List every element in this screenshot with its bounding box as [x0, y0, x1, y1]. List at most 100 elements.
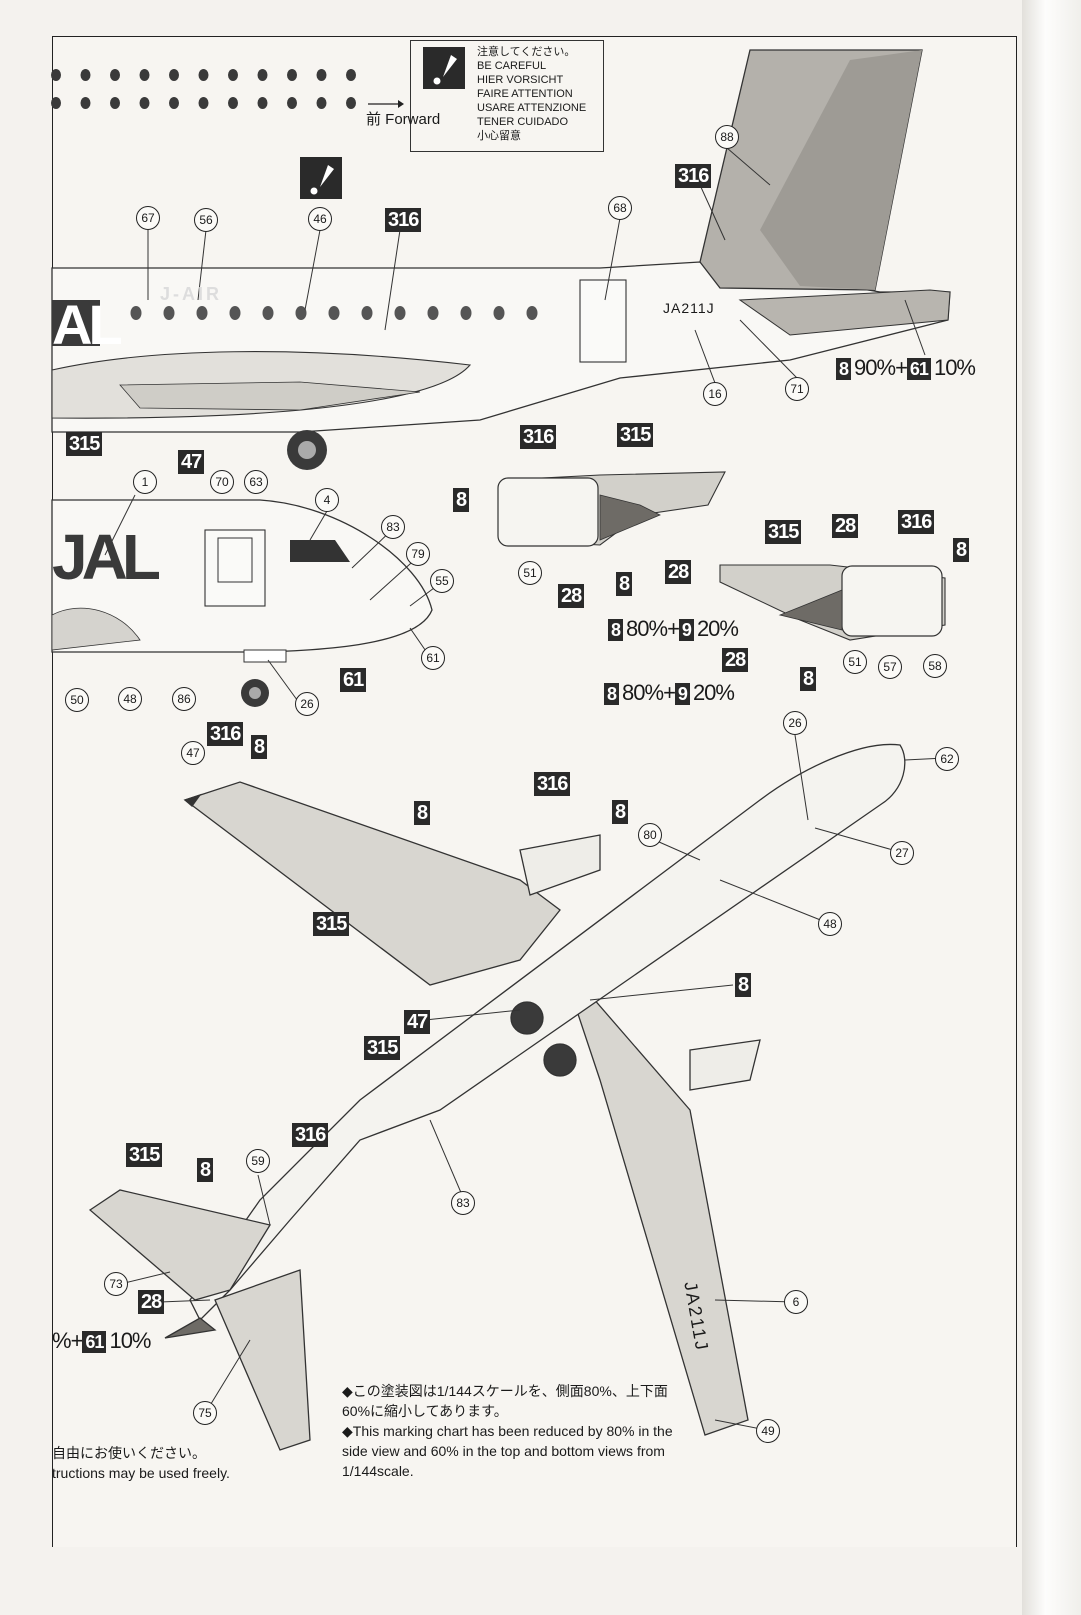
color-code-8: 8 [453, 488, 470, 512]
scale-note: ◆この塗装図は1/144スケールを、側面80%、上下面60%に縮小してあります。… [342, 1381, 687, 1481]
window-dot [427, 306, 439, 320]
part-callout: 80 [638, 823, 662, 847]
color-code-8: 8 [251, 735, 268, 759]
color-code-8: 8 [612, 800, 629, 824]
window-dot [198, 97, 209, 109]
part-callout: 49 [756, 1419, 780, 1443]
mix-code-9: 9 [678, 619, 694, 641]
forward-label: 前 Forward [366, 111, 441, 128]
window-dot [169, 69, 179, 81]
window-dot [262, 306, 274, 320]
color-code-315: 315 [617, 423, 654, 447]
part-callout: 46 [308, 207, 332, 231]
top-view-aircraft [88, 743, 906, 1451]
window-dot [394, 306, 406, 320]
color-code-8: 8 [197, 1158, 214, 1182]
window-dot [328, 306, 340, 320]
cockpit-window [290, 540, 350, 562]
footer-en: tructions may be used freely. [52, 1465, 230, 1481]
part-callout: 71 [785, 377, 809, 401]
footer-note: 自由にお使いください。 tructions may be used freely… [52, 1443, 230, 1483]
part-callout: 83 [381, 515, 405, 539]
caution-line-en: BE CAREFUL [477, 60, 547, 72]
part-callout: 16 [703, 382, 727, 406]
window-dot [287, 97, 297, 109]
color-code-28: 28 [722, 648, 749, 672]
color-code-8: 8 [800, 667, 817, 691]
window-dot [80, 97, 91, 109]
window-dot [316, 97, 327, 109]
window-dot [460, 306, 472, 320]
color-code-316: 316 [675, 164, 712, 188]
part-callout: 86 [172, 687, 196, 711]
color-code-316: 316 [534, 772, 571, 796]
tail-logo-block [52, 300, 100, 346]
part-callout: 70 [210, 470, 234, 494]
caution-line-de: HIER VORSICHT [477, 74, 564, 86]
window-dot [110, 69, 120, 81]
part-callout: 27 [890, 841, 914, 865]
color-code-28: 28 [832, 514, 859, 538]
window-dot [228, 97, 238, 109]
mix-code-8: 8 [608, 619, 624, 641]
brand-logo-nose: JAL [52, 521, 161, 593]
color-code-316: 316 [520, 425, 557, 449]
mix-pct: 80% [622, 680, 664, 705]
caution-line-fr: FAIRE ATTENTION [477, 88, 573, 100]
mix-code-61: 61 [82, 1331, 107, 1353]
part-callout: 47 [181, 741, 205, 765]
leader-lines [104, 147, 946, 1431]
part-callout: 57 [878, 655, 902, 679]
mix-pct: 20% [692, 680, 735, 705]
mix-pct: % [52, 1328, 72, 1353]
color-code-47: 47 [404, 1010, 431, 1034]
color-code-8: 8 [616, 572, 633, 596]
color-code-28: 28 [138, 1290, 165, 1314]
fuselage-title: J-AIR [160, 284, 223, 304]
mix-code-9: 9 [674, 683, 690, 705]
color-code-61: 61 [340, 668, 367, 692]
part-callout: 79 [406, 542, 430, 566]
window-dot [257, 97, 268, 109]
part-callout: 48 [118, 687, 142, 711]
engine-left-view [497, 471, 726, 547]
window-dot [169, 97, 179, 109]
caution-line-jp: 注意してください。 [477, 46, 576, 58]
part-callout: 4 [315, 488, 339, 512]
registration-side: JA211J [663, 300, 715, 316]
color-code-8: 8 [414, 801, 431, 825]
window-dot [361, 306, 373, 320]
part-callout: 62 [935, 747, 959, 771]
part-callout: 73 [104, 1272, 128, 1296]
window-dot [287, 69, 297, 81]
window-dot [346, 69, 356, 81]
mix-plus: + [70, 1328, 84, 1353]
mix-pct: 80% [626, 616, 668, 641]
part-callout: 55 [430, 569, 454, 593]
mix-pct: 10% [109, 1328, 151, 1353]
page-edge [1022, 0, 1081, 1615]
caution-line-it: USARE ATTENZIONE [477, 102, 587, 114]
part-callout: 63 [244, 470, 268, 494]
window-dot [80, 69, 91, 81]
mix-plus: + [663, 680, 676, 705]
mix-code-8: 8 [836, 358, 852, 380]
part-callout: 59 [246, 1149, 270, 1173]
window-dot [228, 69, 238, 81]
part-callout: 1 [133, 470, 157, 494]
window-dot [526, 306, 538, 320]
part-callout: 56 [194, 208, 218, 232]
color-code-47: 47 [178, 450, 205, 474]
window-dot [295, 306, 307, 320]
mix-plus: + [895, 355, 908, 380]
window-dot [139, 69, 150, 81]
part-callout: 68 [608, 196, 632, 220]
color-code-316: 316 [292, 1123, 329, 1147]
mix-pct: 20% [696, 616, 739, 641]
window-dot [493, 306, 505, 320]
color-code-316: 316 [385, 208, 422, 232]
window-dot [196, 306, 208, 320]
color-code-315: 315 [364, 1036, 401, 1060]
